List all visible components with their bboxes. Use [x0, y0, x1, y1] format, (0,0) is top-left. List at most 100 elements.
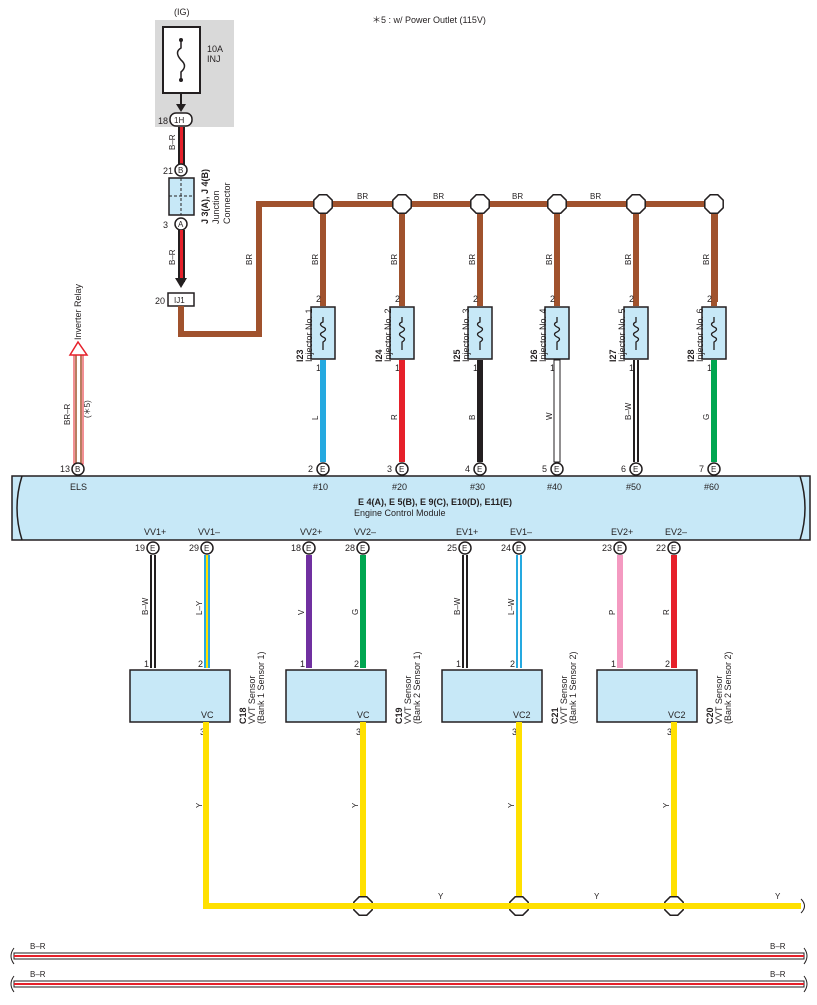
ecm-pin-number: 6	[621, 464, 626, 474]
bus-labels: BR BR BR BR	[357, 192, 601, 201]
sensor-wire-label: B–W	[453, 597, 462, 615]
power-outlet-note: ＊5 : w/ Power Outlet (115V)	[372, 15, 486, 25]
ecm-pin-letter: E	[554, 465, 559, 474]
ecm-signal-label: #50	[626, 482, 641, 492]
sensor-body	[596, 669, 698, 723]
junction-top-letter: B	[178, 166, 183, 175]
ecm-pin-marker	[458, 541, 472, 555]
bottom-wire-2-left: B–R	[30, 970, 46, 979]
ecm-pin-letter: E	[633, 465, 638, 474]
injector-pin-bottom: 1	[395, 363, 400, 373]
injector-lower-wire-label: G	[702, 414, 711, 420]
injector-code: I27	[608, 349, 618, 362]
ecm-signal-label: VV1+	[144, 527, 166, 537]
br-feed-label: BR	[245, 254, 254, 265]
fuse-box: (IG) 10A INJ 18 1H	[155, 7, 234, 127]
sensor-wire-label: G	[351, 609, 360, 615]
bus-label-3: BR	[512, 192, 523, 201]
injector-name: Injector No. 2	[383, 308, 393, 362]
fuse-rating: 10A	[207, 44, 223, 54]
ecm-codes: E 4(A), E 5(B), E 9(C), E10(D), E11(E)	[358, 497, 512, 507]
ecm-pin-letter: E	[516, 544, 521, 553]
injector-name: Injector No. 1	[304, 308, 314, 362]
sensor-vc-wire-label: Y	[351, 802, 360, 808]
sensor-sub: (Bank 2 Sensor 2)	[723, 651, 733, 724]
injector-lower-wire-label: R	[390, 414, 399, 420]
injector-pin-top: 2	[395, 294, 400, 304]
injector-code: I26	[529, 349, 539, 362]
ecm-pin-number: 22	[656, 543, 666, 553]
ecm-pin-letter: E	[204, 544, 209, 553]
injector-name: Injector No. 6	[695, 308, 705, 362]
junction-pin-bottom: 3	[163, 220, 168, 230]
injector-body	[544, 306, 570, 360]
injector-pin-top: 2	[629, 294, 634, 304]
injector-lower-wire-label: W	[545, 412, 554, 420]
sensor-output-label: VC	[201, 710, 214, 720]
ecm-pin-letter: E	[462, 544, 467, 553]
injector-coil-icon	[398, 317, 406, 350]
ecm-pin-letter: E	[671, 544, 676, 553]
ecm-pin-number: 3	[387, 464, 392, 474]
sensor-name: VVT Sensor	[247, 676, 257, 724]
sensor-name: VVT Sensor	[403, 676, 413, 724]
injector-coil-icon	[553, 317, 561, 350]
injector-name: Injector No. 3	[461, 308, 471, 362]
junction-name-1: Junction	[211, 190, 221, 224]
bottom-wire-1-right: B–R	[770, 942, 786, 951]
injector-pin-bottom: 1	[707, 363, 712, 373]
bus-splice	[704, 194, 724, 214]
sensor-wire-label: R	[662, 609, 671, 615]
injector-code: I25	[452, 349, 462, 362]
injector-upper-wire-label: BR	[311, 254, 320, 265]
junction-bottom-letter: A	[178, 220, 184, 229]
injector-body	[389, 306, 415, 360]
injector-upper-wire-label: BR	[624, 254, 633, 265]
ecm-signal-label: #60	[704, 482, 719, 492]
sensor-pin-number: 2	[665, 659, 670, 669]
ecm-pin-letter: E	[150, 544, 155, 553]
injector-name: Injector No. 5	[617, 308, 627, 362]
injector-upper-wire-label: BR	[390, 254, 399, 265]
ecm-pin-letter: E	[477, 465, 482, 474]
fuse-pin: 18	[158, 116, 168, 126]
y-bus-label-3: Y	[775, 892, 781, 901]
fuse-icon	[176, 40, 186, 80]
junction-pin-top-marker	[174, 163, 188, 177]
ecm-pin-marker	[707, 462, 721, 476]
sensor-pin-number: 1	[611, 659, 616, 669]
ecm-pin-number: 2	[308, 464, 313, 474]
wire-label-junction-top: B–R	[168, 134, 177, 150]
sensor-output-pin: 3	[667, 727, 672, 737]
injector-pin-bottom: 1	[473, 363, 478, 373]
sensor-vc-wire-label: Y	[662, 802, 671, 808]
injector-coil-icon	[319, 317, 327, 350]
ecm-pin-letter: E	[399, 465, 404, 474]
injector-upper-wire-label: BR	[545, 254, 554, 265]
sensor-output-pin: 3	[512, 727, 517, 737]
connector-1h	[169, 112, 193, 127]
injector-lower-wire-label: L	[311, 415, 320, 420]
vc-bus: Y Y Y	[203, 722, 805, 914]
ecm-pin-marker	[146, 541, 160, 555]
ecm-signal-label: EV2+	[611, 527, 633, 537]
vvt-sensor-1: VV1+19EB–W1VVR+VV1–29EL–Y2VVR–VC3C18VVT …	[129, 527, 266, 808]
sensor-name: VVT Sensor	[714, 676, 724, 724]
inverter-wire: BR–R	[63, 403, 72, 425]
ecm-signal-label: EV2–	[665, 527, 687, 537]
injector-coil-icon	[476, 317, 484, 350]
sensor-sub: (Bank 1 Sensor 2)	[568, 651, 578, 724]
ecm: E 4(A), E 5(B), E 9(C), E10(D), E11(E) E…	[11, 462, 811, 541]
ecm-pin-number: 7	[699, 464, 704, 474]
wire-label-junction-bottom: B–R	[168, 249, 177, 265]
ecm-pin-number: 4	[465, 464, 470, 474]
els-pin: 13	[60, 464, 70, 474]
bus-splice	[470, 194, 490, 214]
inverter-label: Inverter Relay	[73, 283, 83, 340]
sensor-output-label: VC2	[668, 710, 686, 720]
